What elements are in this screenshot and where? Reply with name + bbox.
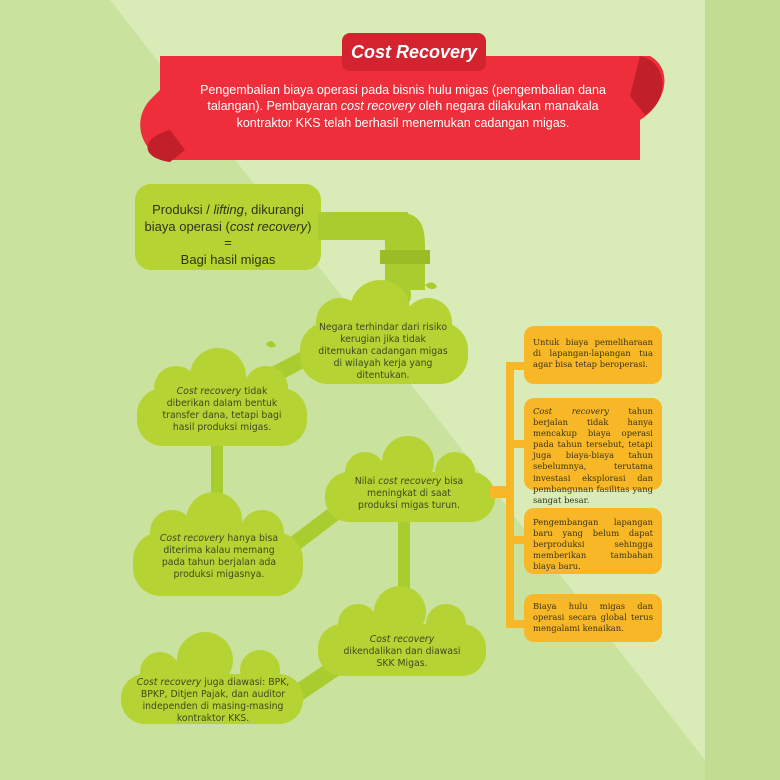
orange-box-1-text: Untuk biaya pemeliharaan di lapangan-lap… (533, 337, 653, 370)
cloud-shapes (121, 280, 495, 724)
orange-box-2-text: Cost recovery tahun berjalan tidak hanya… (533, 406, 653, 505)
orange-box-3-text: Pengembangan lapangan baru yang belum da… (533, 517, 653, 572)
orange-box-3 (524, 508, 662, 574)
banner-description: Pengembalian biaya operasi pada bisnis h… (200, 83, 606, 130)
cloud-6 (121, 632, 303, 724)
cloud-5-text: Cost recovery dikendalikan dan diawasi S… (343, 634, 461, 670)
orange-box-2 (524, 398, 662, 490)
cloud-2 (137, 348, 307, 446)
cloud-1 (300, 280, 468, 384)
production-formula-text: Produksi / lifting, dikurangi biaya oper… (144, 202, 312, 267)
cloud-2-text: Cost recovery tidak diberikan dalam bent… (162, 386, 282, 434)
cloud-4 (133, 492, 303, 596)
orange-box-1 (524, 326, 662, 384)
cloud-4-text: Cost recovery hanya bisa diterima kalau … (159, 533, 279, 581)
cloud-6-text: Cost recovery juga diawasi: BPK, BPKP, D… (136, 677, 290, 725)
cloud-3 (325, 436, 495, 522)
orange-boxes (524, 326, 662, 642)
cloud-5 (318, 586, 486, 676)
orange-box-4 (524, 594, 662, 642)
cloud-1-text: Negara terhindar dari risiko kerugian ji… (318, 322, 448, 382)
page-title: Cost Recovery (342, 33, 486, 71)
orange-box-4-text: Biaya hulu migas dan operasi secara glob… (533, 601, 653, 634)
cloud-3-text: Nilai cost recovery bisa meningkat di sa… (354, 476, 464, 512)
red-ribbon-banner (140, 56, 665, 162)
orange-bracket (490, 362, 530, 628)
